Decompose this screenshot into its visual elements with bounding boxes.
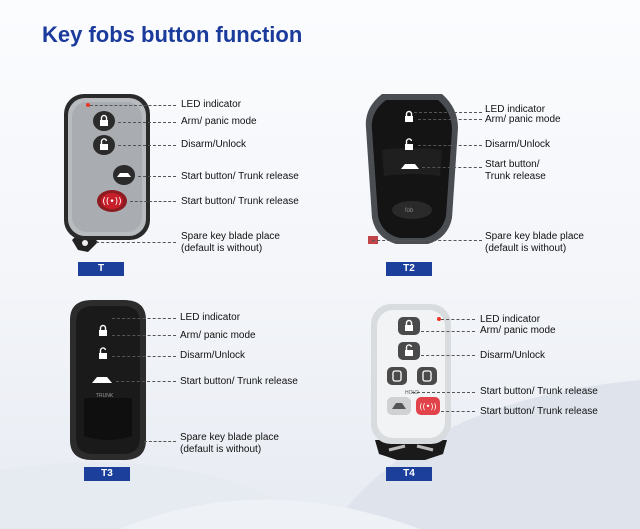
trunk-button-t2[interactable] <box>398 158 422 174</box>
lock-button-t4[interactable] <box>397 316 421 336</box>
label-t2-led: LED indicator <box>485 104 546 115</box>
t4-hold-text: HOLD <box>405 390 419 396</box>
label-t2-trunk: Trunk release <box>485 171 546 182</box>
t2-fob-text: fob <box>405 208 414 214</box>
unlock-button-t3[interactable] <box>93 345 113 363</box>
label-t2-blade-note: (default is without) <box>485 243 567 254</box>
tag-t2: T2 <box>386 262 432 276</box>
label-t-arm: Arm/ panic mode <box>181 116 257 127</box>
label-t2-disarm: Disarm/Unlock <box>485 139 551 150</box>
unlock-button-t4[interactable] <box>397 341 421 361</box>
unlock-button-t2[interactable] <box>399 136 419 154</box>
lock-button-t2[interactable] <box>399 108 419 126</box>
label-t3-arm: Arm/ panic mode <box>180 330 256 341</box>
lock-button-t3[interactable] <box>93 322 113 340</box>
label-t3-led: LED indicator <box>180 312 241 323</box>
tag-t4: T4 <box>386 467 432 481</box>
svg-text:((•)): ((•)) <box>419 402 436 411</box>
sliding-door-right-button-t4[interactable] <box>416 366 438 386</box>
tag-t3: T3 <box>84 467 130 481</box>
label-t3-blade-note: (default is without) <box>180 444 262 455</box>
label-t4-start2: Start button/ Trunk release <box>480 406 598 417</box>
trunk-button-t3[interactable] <box>89 372 115 388</box>
page-title: Key fobs button function <box>42 22 303 47</box>
label-t2-start: Start button/ <box>485 159 540 170</box>
panic-button-t[interactable]: ((•)) <box>96 189 128 213</box>
unlock-button-t[interactable] <box>92 134 116 156</box>
trunk-button-t4[interactable] <box>386 396 412 416</box>
trunk-button-t[interactable] <box>112 164 136 186</box>
label-t4-start1: Start button/ Trunk release <box>480 386 598 397</box>
label-t4-led: LED indicator <box>480 314 541 325</box>
tag-t: T <box>78 262 124 276</box>
label-t3-start: Start button/ Trunk release <box>180 376 298 387</box>
label-t2-blade: Spare key blade place <box>485 231 584 242</box>
label-t2-arm: Arm/ panic mode <box>485 114 561 125</box>
label-t-start2: Start button/ Trunk release <box>181 196 299 207</box>
label-t-led: LED indicator <box>181 99 242 110</box>
t3-trunk-text: TRUNK <box>96 393 114 399</box>
label-t-disarm: Disarm/Unlock <box>181 139 247 150</box>
label-t-start1: Start button/ Trunk release <box>181 171 299 182</box>
label-t4-arm: Arm/ panic mode <box>480 325 556 336</box>
label-t3-blade: Spare key blade place <box>180 432 279 443</box>
panic-button-t4[interactable]: ((•)) <box>415 396 441 416</box>
lock-button-t[interactable] <box>92 110 116 132</box>
led-indicator-t4 <box>437 317 441 321</box>
led-indicator-t <box>86 103 90 107</box>
label-t3-disarm: Disarm/Unlock <box>180 350 246 361</box>
svg-text:((•)): ((•)) <box>102 197 121 207</box>
label-t4-disarm: Disarm/Unlock <box>480 350 546 361</box>
label-t-blade-note: (default is without) <box>181 243 263 254</box>
label-t-blade: Spare key blade place <box>181 231 280 242</box>
sliding-door-left-button-t4[interactable] <box>386 366 408 386</box>
